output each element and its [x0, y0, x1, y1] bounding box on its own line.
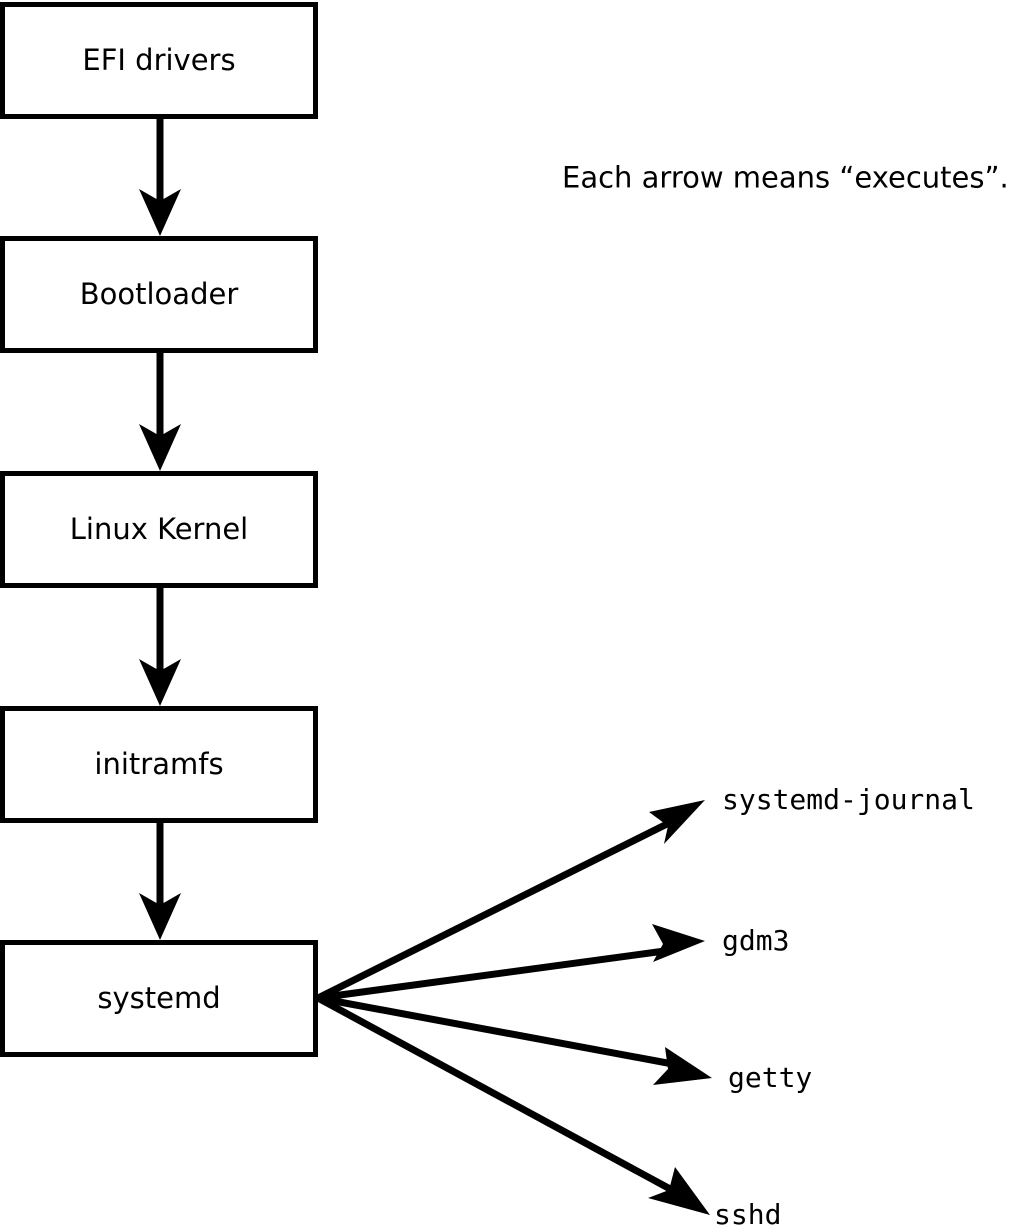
arrow-systemd-to-gdm3	[317, 924, 705, 1002]
process-label-systemd-journal: systemd-journal	[722, 783, 975, 816]
stage-box-efi-drivers[interactable]: EFI drivers	[0, 2, 318, 119]
stage-label-initramfs: initramfs	[94, 747, 224, 781]
stage-box-linux-kernel[interactable]: Linux Kernel	[0, 471, 318, 588]
stage-label-efi-drivers: EFI drivers	[82, 43, 236, 77]
process-label-gdm3: gdm3	[722, 924, 790, 957]
process-label-sshd: sshd	[714, 1198, 782, 1230]
process-label-getty: getty	[728, 1061, 813, 1094]
stage-box-systemd[interactable]: systemd	[0, 940, 318, 1057]
stage-label-systemd: systemd	[97, 981, 221, 1015]
arrow-systemd-to-getty	[317, 994, 712, 1085]
stage-label-bootloader: Bootloader	[79, 277, 239, 311]
legend-note: Each arrow means “executes”.	[562, 160, 1009, 195]
arrow-bootloader-to-linux-kernel	[139, 353, 181, 471]
stage-label-linux-kernel: Linux Kernel	[69, 512, 249, 546]
arrow-initramfs-to-systemd	[139, 823, 181, 940]
stage-box-initramfs[interactable]: initramfs	[0, 706, 318, 823]
arrow-linux-kernel-to-initramfs	[139, 588, 181, 706]
arrow-systemd-to-sshd	[316, 994, 710, 1215]
arrow-efi-drivers-to-bootloader	[139, 117, 181, 236]
arrow-systemd-to-systemd-journal	[316, 800, 705, 1002]
stage-box-bootloader[interactable]: Bootloader	[0, 236, 318, 353]
